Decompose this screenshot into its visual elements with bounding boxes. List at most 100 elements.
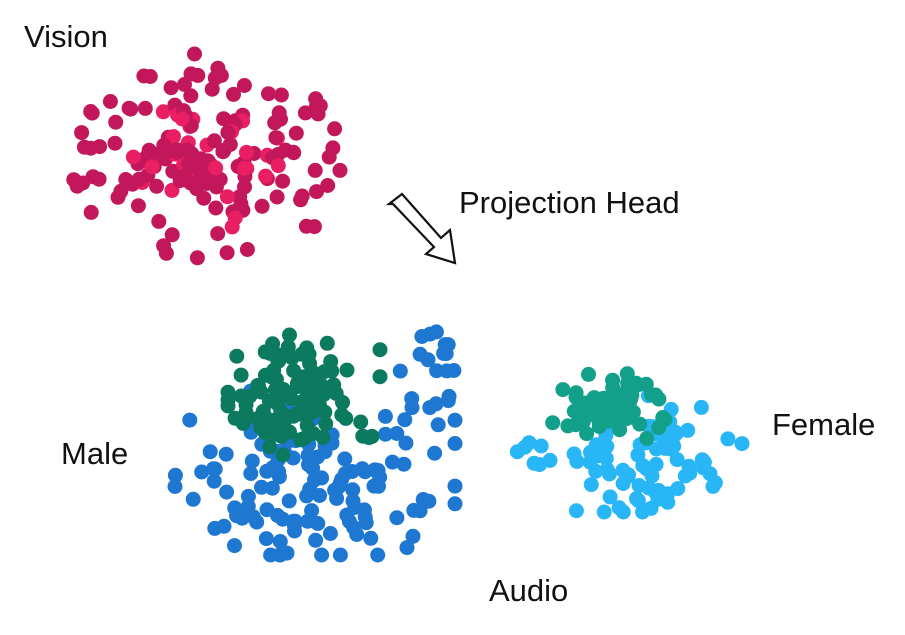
male-audio-point — [207, 520, 223, 536]
vision-point — [210, 226, 226, 242]
male-audio-point — [354, 461, 370, 477]
vision-point — [307, 162, 323, 178]
vision-point — [215, 144, 231, 160]
male-audio-point — [259, 502, 275, 518]
male-audio-point — [278, 345, 294, 360]
male-audio-point — [377, 408, 393, 424]
vision-point — [269, 189, 285, 205]
vision-point — [309, 184, 324, 200]
female-audio-point — [629, 491, 644, 507]
vision-point — [149, 178, 165, 194]
male-audio-point — [397, 412, 413, 428]
vision-point — [108, 114, 124, 130]
male-audio-point — [389, 510, 405, 526]
male-audio-point — [167, 467, 183, 483]
female-audio-point — [615, 476, 631, 491]
vision-point — [297, 105, 313, 121]
male-audio-point — [262, 439, 278, 455]
vision-point — [76, 139, 92, 155]
vision-point — [74, 125, 90, 141]
male-audio-point — [318, 416, 334, 432]
male-audio-point — [309, 449, 325, 465]
male-audio-point — [281, 493, 297, 509]
male-audio-point — [202, 444, 218, 460]
female-label: Female — [772, 407, 876, 442]
vision-point — [258, 168, 274, 184]
vision-point — [219, 245, 235, 261]
female-audio-point — [655, 410, 671, 425]
male-audio-point — [185, 491, 201, 507]
projection-head-label: Projection Head — [459, 185, 680, 220]
female-audio-point — [602, 489, 618, 505]
male-audio-point — [447, 496, 463, 512]
male-audio-point — [299, 340, 315, 356]
vision-point — [288, 125, 304, 141]
male-audio-point — [299, 418, 315, 433]
female-audio-point — [720, 431, 736, 447]
male-audio-point — [319, 335, 335, 351]
vision-point — [239, 144, 254, 160]
female-audio-point — [644, 468, 660, 484]
female-audio-point — [696, 454, 712, 470]
male-audio-point — [339, 362, 355, 378]
vision-point — [107, 135, 123, 151]
male-audio-point — [349, 527, 365, 542]
male-audio-point — [251, 412, 267, 428]
vision-point — [306, 219, 322, 235]
vision-point — [84, 105, 100, 121]
audio-label: Audio — [489, 573, 569, 608]
male-audio-point — [427, 445, 443, 461]
male-audio-point — [275, 447, 291, 463]
male-audio-point — [345, 493, 361, 509]
male-audio-point — [345, 482, 361, 498]
vision-point — [142, 69, 158, 84]
female-audio-point — [651, 391, 667, 407]
male-audio-point — [245, 509, 261, 525]
vision-point — [226, 86, 241, 102]
vision-point — [232, 189, 248, 205]
male-audio-point — [315, 429, 331, 445]
vision-point — [137, 100, 153, 116]
vision-point — [156, 145, 172, 161]
male-audio-point — [337, 451, 353, 467]
vision-point — [236, 78, 252, 93]
female-audio-point — [680, 422, 696, 438]
male-audio-point — [264, 480, 280, 496]
female-audio-point — [668, 426, 684, 441]
male-audio-point — [429, 363, 445, 379]
vision-point — [102, 94, 118, 109]
male-audio-point — [404, 400, 420, 416]
vision-point — [118, 172, 134, 187]
male-audio-point — [286, 363, 302, 379]
vision-point — [183, 66, 199, 82]
female-audio-point — [569, 453, 585, 469]
vision-point — [166, 129, 181, 145]
male-audio-point — [440, 393, 456, 409]
vision-point — [254, 198, 270, 214]
male-audio-point — [227, 538, 242, 554]
vision-point — [207, 70, 223, 86]
vision-point — [227, 210, 243, 226]
male-audio-point — [229, 348, 245, 364]
vision-point — [125, 149, 141, 165]
vision-point — [131, 171, 147, 187]
vision-label: Vision — [24, 19, 108, 54]
female-audio-point — [657, 438, 673, 454]
female-audio-point — [583, 477, 599, 493]
vision-point — [113, 183, 129, 199]
male-audio-point — [307, 372, 323, 388]
male-audio-point — [341, 513, 357, 529]
female-audio-point — [599, 462, 615, 478]
male-audio-point — [262, 346, 278, 361]
vision-cluster — [66, 46, 348, 266]
female-audio-point — [533, 438, 549, 454]
female-audio-cluster — [509, 366, 750, 520]
male-audio-point — [331, 479, 347, 495]
male-audio-point — [322, 526, 338, 541]
male-audio-point — [329, 490, 345, 506]
vision-point — [219, 189, 235, 205]
male-audio-point — [389, 426, 405, 441]
male-audio-point — [306, 390, 322, 406]
female-audio-point — [615, 504, 631, 520]
vision-point — [170, 144, 186, 160]
